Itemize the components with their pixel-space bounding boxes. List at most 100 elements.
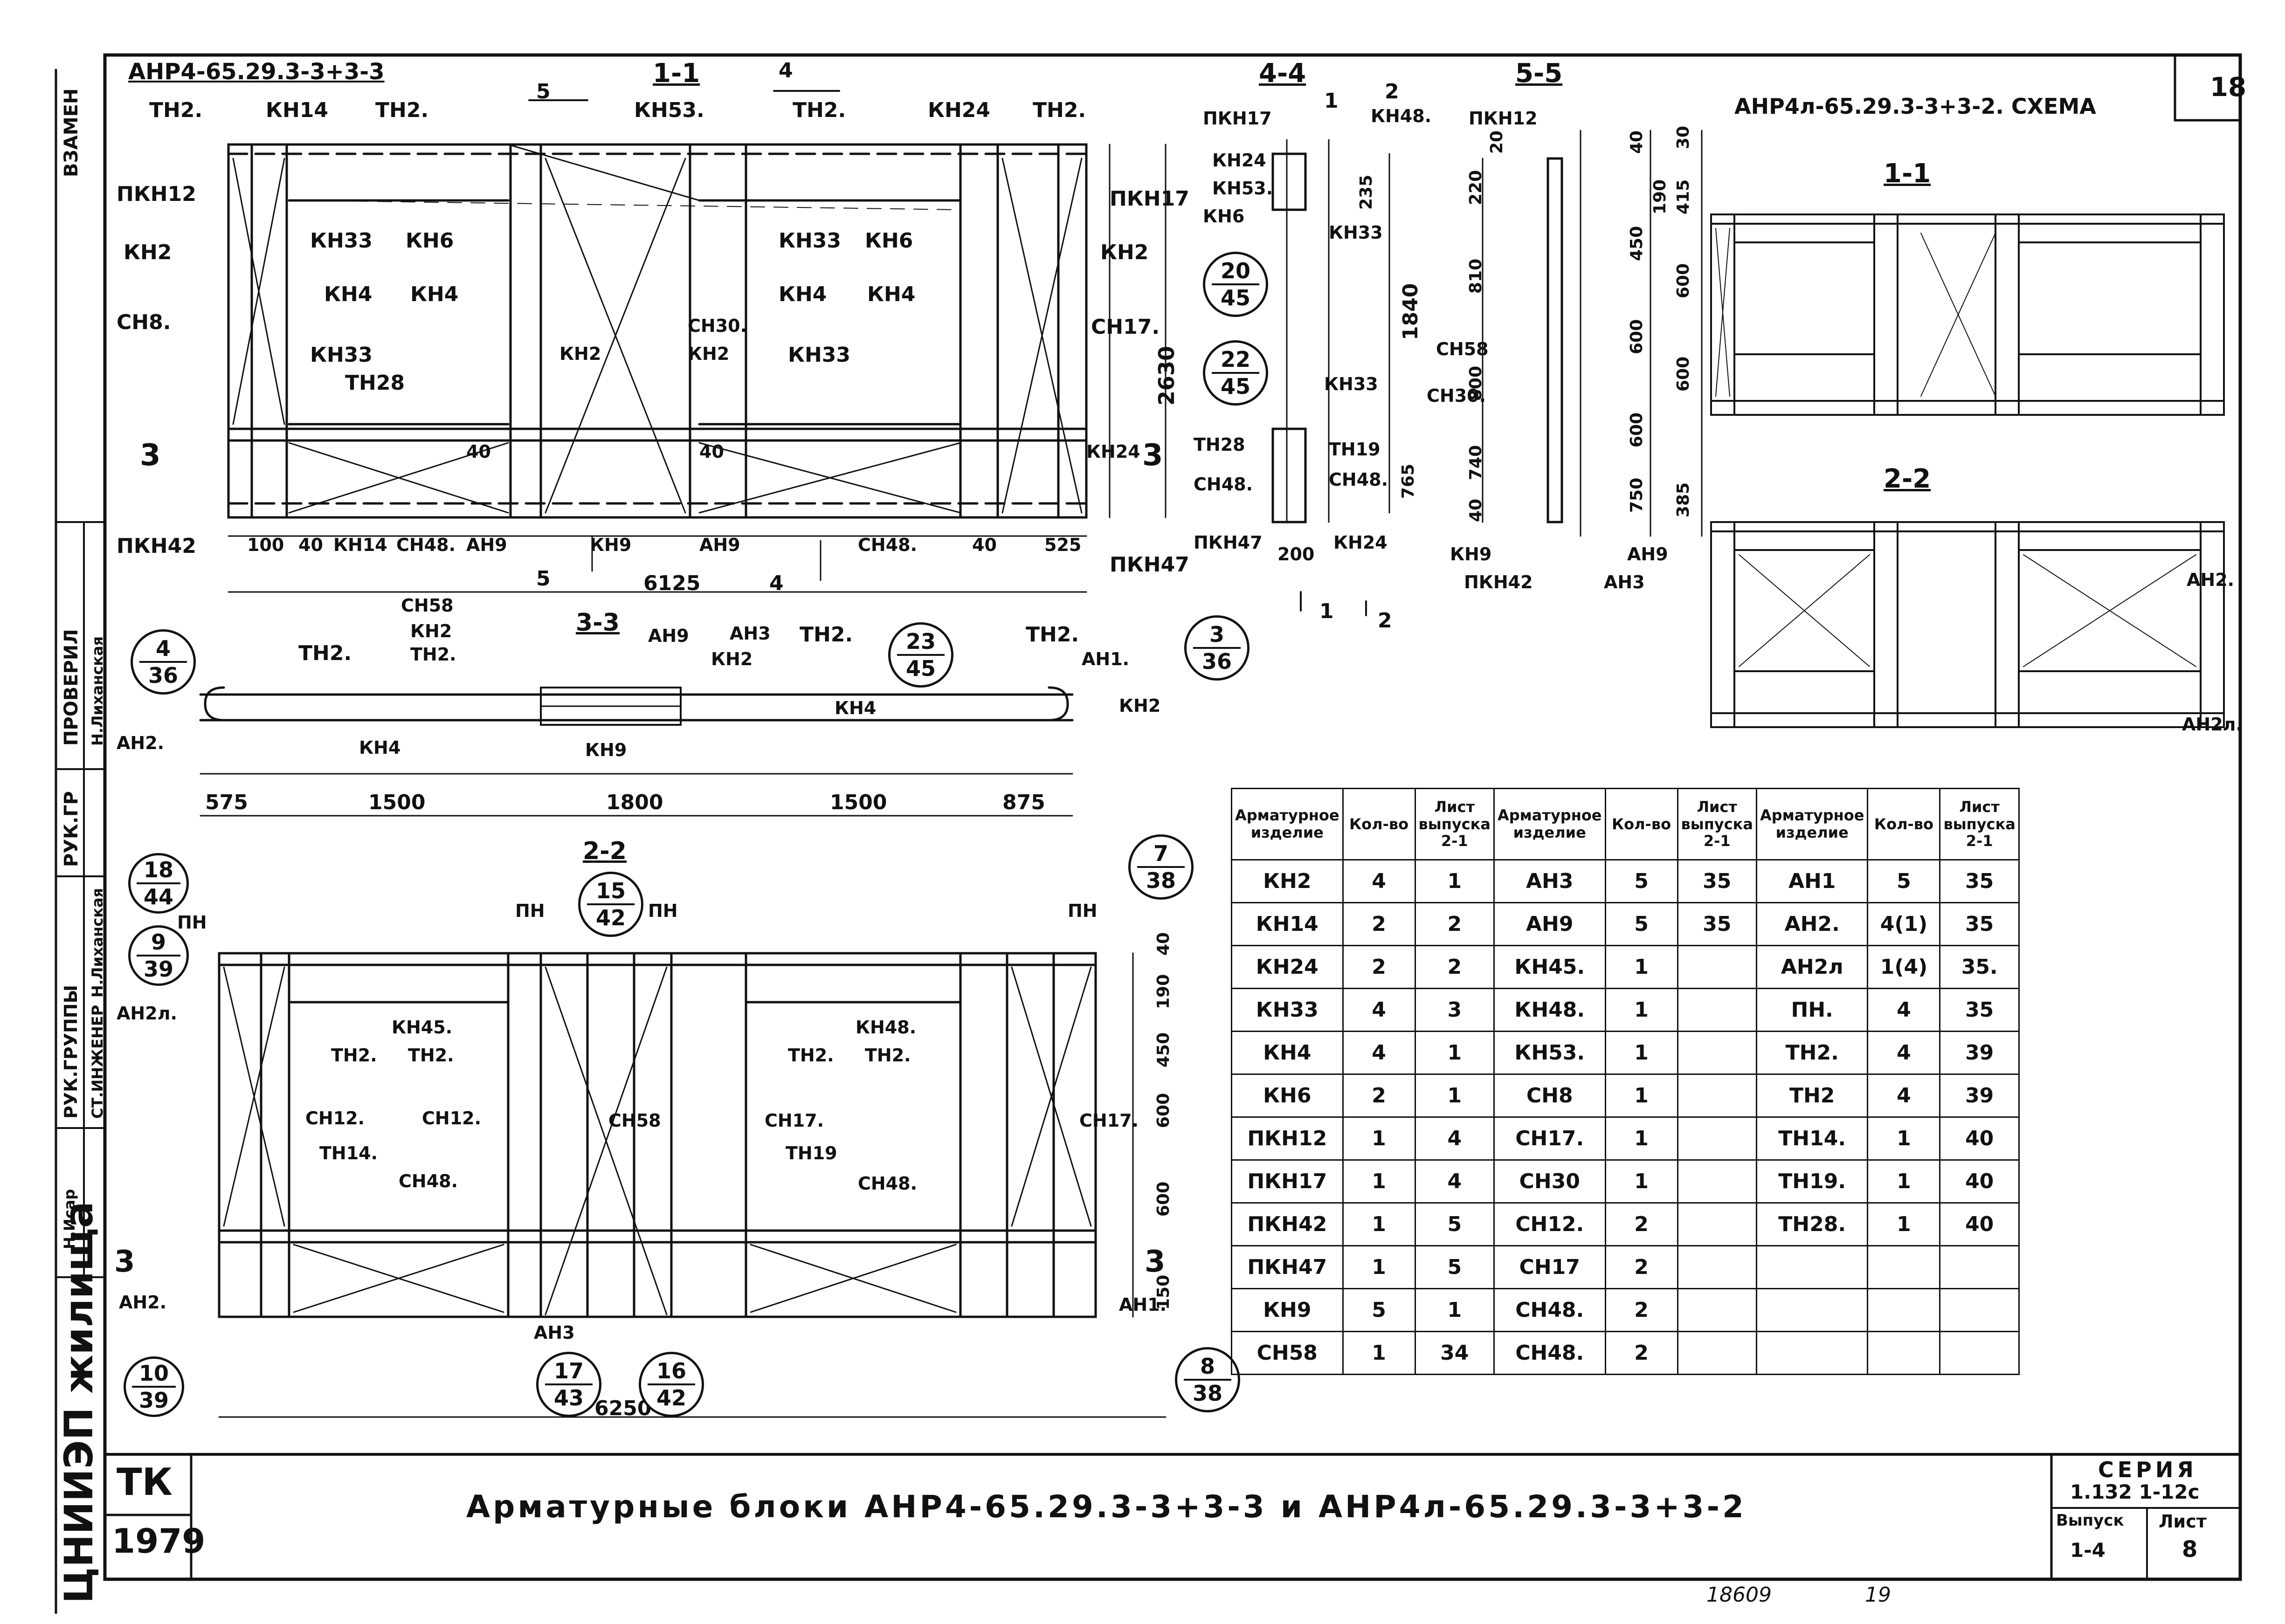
table-cell: 5: [1604, 859, 1678, 903]
e22-th14: ТН14.: [319, 1143, 378, 1163]
s55-dim-385: 385: [1674, 482, 1693, 517]
table-cell: 1: [1342, 1202, 1416, 1246]
table-cell: 39: [1939, 1073, 2020, 1118]
table-cell: 1: [1342, 1245, 1416, 1289]
table-cell: ПКН47: [1231, 1245, 1344, 1289]
table-cell: АН2.: [1755, 902, 1869, 946]
e22-an2l: АН2л.: [117, 1003, 177, 1024]
s44-th19: ТН19: [1329, 439, 1381, 460]
s55-dim-800: 800: [1466, 365, 1485, 401]
table-cell: СН48.: [1493, 1331, 1606, 1375]
section-mark-5-top: 5: [536, 80, 551, 103]
footer-number-1: 18609: [1706, 1583, 1772, 1607]
stamp-zamen: ВЗАМЕН: [61, 88, 82, 177]
org-code: ТК: [117, 1460, 173, 1504]
e22-pn-a: ПН: [177, 912, 207, 933]
table-cell: 2: [1604, 1288, 1678, 1332]
sheet-frame: [103, 53, 2242, 1581]
e22-ch12-b: СН12.: [422, 1108, 482, 1129]
s44-ch48-b: СН48.: [1329, 469, 1388, 490]
table-cell: 3: [1414, 988, 1495, 1032]
e22-an2: АН2.: [119, 1292, 167, 1313]
s55-ch58: СН58: [1436, 339, 1489, 359]
table-cell: 35.: [1939, 945, 2020, 989]
sheet-value: 8: [2182, 1536, 2198, 1562]
label-ch8: СН8.: [117, 310, 171, 334]
table-cell: 1: [1604, 1031, 1678, 1075]
e22-dim-190: 190: [1154, 974, 1173, 1009]
label-pkn47: ПКН47: [1110, 553, 1189, 577]
s55-pkn42: ПКН42: [1464, 572, 1533, 592]
main-title: Арматурные блоки АНР4-65.29.3-3+3-3 и АН…: [466, 1489, 1747, 1525]
s33-an9: АН9: [648, 626, 689, 646]
spec-header-row: Арматурное изделие Кол-во Лист выпуска 2…: [1231, 788, 2020, 860]
table-cell: 4: [1867, 1073, 1941, 1118]
table-cell: 1: [1867, 1202, 1941, 1246]
elevation-2-2: [218, 952, 1167, 1418]
table-cell: 2: [1342, 1073, 1416, 1118]
s44-kn33-b: КН33: [1324, 374, 1378, 394]
table-cell: 2: [1414, 945, 1495, 989]
e22-an1: АН1.: [1119, 1294, 1167, 1315]
s44-dim-200: 200: [1277, 544, 1315, 564]
table-cell: [1867, 1331, 1941, 1375]
table-cell: [1677, 1031, 1757, 1075]
table-cell: 1: [1414, 859, 1495, 903]
s33-an2: АН2.: [117, 733, 165, 753]
table-cell: [1677, 1073, 1757, 1118]
table-cell: 4: [1414, 1159, 1495, 1204]
table-cell: 1: [1414, 1288, 1495, 1332]
e22-ch48-a: СН48.: [399, 1171, 458, 1191]
table-cell: КН48.: [1493, 988, 1606, 1032]
s33-kn4-b: КН4: [835, 698, 877, 718]
table-cell: 1: [1604, 1159, 1678, 1204]
e22-th2-b: ТН2.: [408, 1045, 454, 1066]
table-cell: [1867, 1288, 1941, 1332]
table-cell: 1: [1342, 1159, 1416, 1204]
table-cell: 1: [1414, 1073, 1495, 1118]
dim-1800: 1800: [606, 791, 663, 814]
spec-header-qty-1: Кол-во: [1342, 788, 1416, 860]
table-cell: 35: [1939, 988, 2020, 1032]
label-pkn17: ПКН17: [1110, 187, 1189, 211]
table-cell: КН6: [1231, 1073, 1344, 1118]
label-kn2-d: КН2: [559, 344, 601, 364]
s44-dim-235: 235: [1357, 174, 1376, 210]
table-cell: 35: [1677, 859, 1757, 903]
table-cell: 4: [1414, 1116, 1495, 1161]
e22-dim-450: 450: [1154, 1032, 1173, 1067]
table-cell: ТН2.: [1755, 1031, 1869, 1075]
table-cell: 2: [1604, 1331, 1678, 1375]
e22-ch48-b: СН48.: [858, 1173, 918, 1194]
table-cell: ТН14.: [1755, 1116, 1869, 1161]
label-kn14-b: КН14: [333, 535, 387, 555]
table-cell: ТН19.: [1755, 1159, 1869, 1204]
label-kn33-c: КН33: [310, 343, 373, 367]
label-kn9-a: КН9: [590, 535, 632, 555]
s55-dim-30: 30: [1674, 125, 1693, 149]
s44-dim-765: 765: [1399, 463, 1418, 499]
s55-an9: АН9: [1627, 544, 1668, 564]
s55-dim-40: 40: [1466, 498, 1485, 522]
e22-dim-40: 40: [1154, 932, 1173, 956]
s44-mark-2: 2: [1378, 609, 1392, 633]
table-cell: 40: [1939, 1202, 2020, 1246]
table-cell: ПН.: [1755, 988, 1869, 1032]
section-3-3-title: 3-3: [576, 609, 620, 637]
section-4-4-title: 4-4: [1259, 58, 1306, 89]
table-cell: 2: [1414, 902, 1495, 946]
table-cell: [1755, 1245, 1869, 1289]
e22-ch58: СН58: [608, 1110, 661, 1131]
table-cell: [1755, 1288, 1869, 1332]
table-cell: 5: [1414, 1245, 1495, 1289]
table-cell: 1: [1867, 1159, 1941, 1204]
